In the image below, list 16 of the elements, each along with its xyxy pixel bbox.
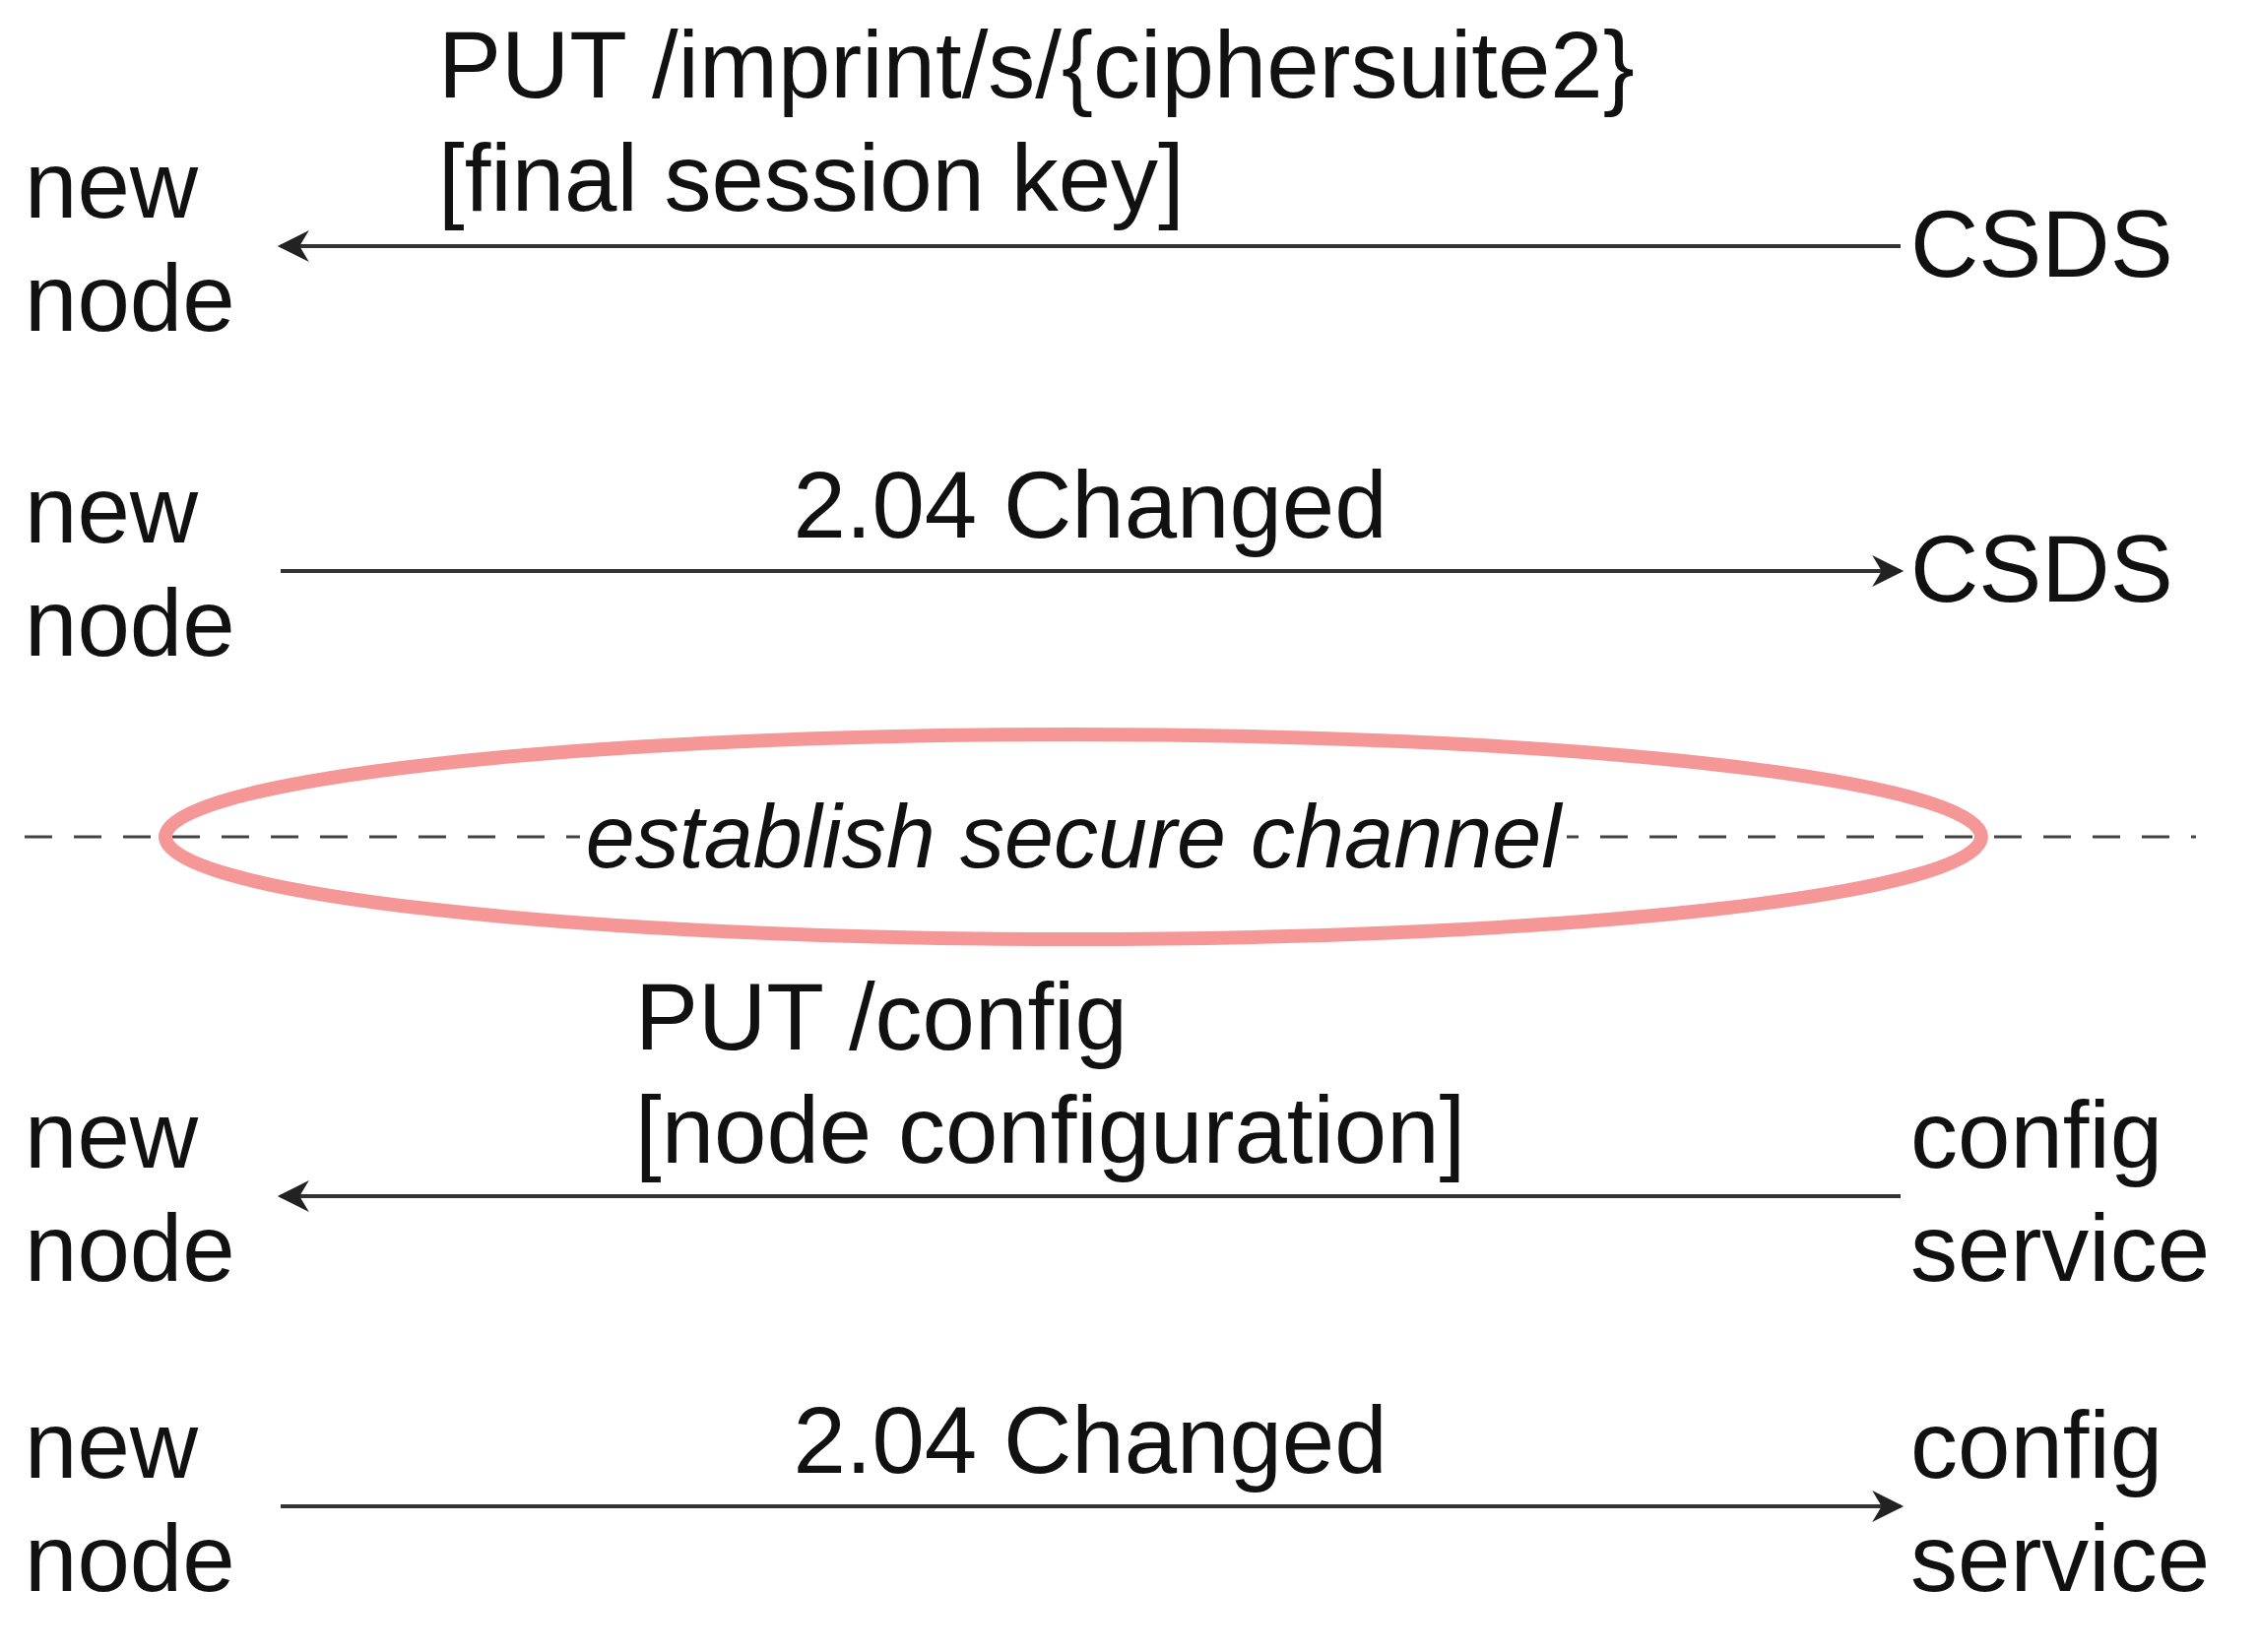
participant-label: CSDS [1910, 190, 2174, 298]
arrow [281, 555, 1904, 587]
arrow [277, 1180, 1901, 1212]
participant-label: new node [25, 1081, 236, 1303]
participant-label: new node [25, 131, 236, 353]
edge-label: 2.04 Changed [793, 1386, 1388, 1494]
participant-label: config service [1910, 1081, 2212, 1303]
participant-label: new node [25, 1391, 236, 1614]
edge-label: 2.04 Changed [793, 451, 1388, 559]
arrow [281, 1491, 1904, 1522]
edge-label: PUT /config [node configuration] [635, 963, 1467, 1185]
arrow [277, 230, 1901, 262]
participant-label: new node [25, 456, 236, 678]
edge-label: PUT /imprint/s/{ciphersuite2} [final session key] [438, 11, 1636, 233]
participant-label: config service [1910, 1391, 2212, 1614]
participant-label: CSDS [1910, 515, 2174, 623]
